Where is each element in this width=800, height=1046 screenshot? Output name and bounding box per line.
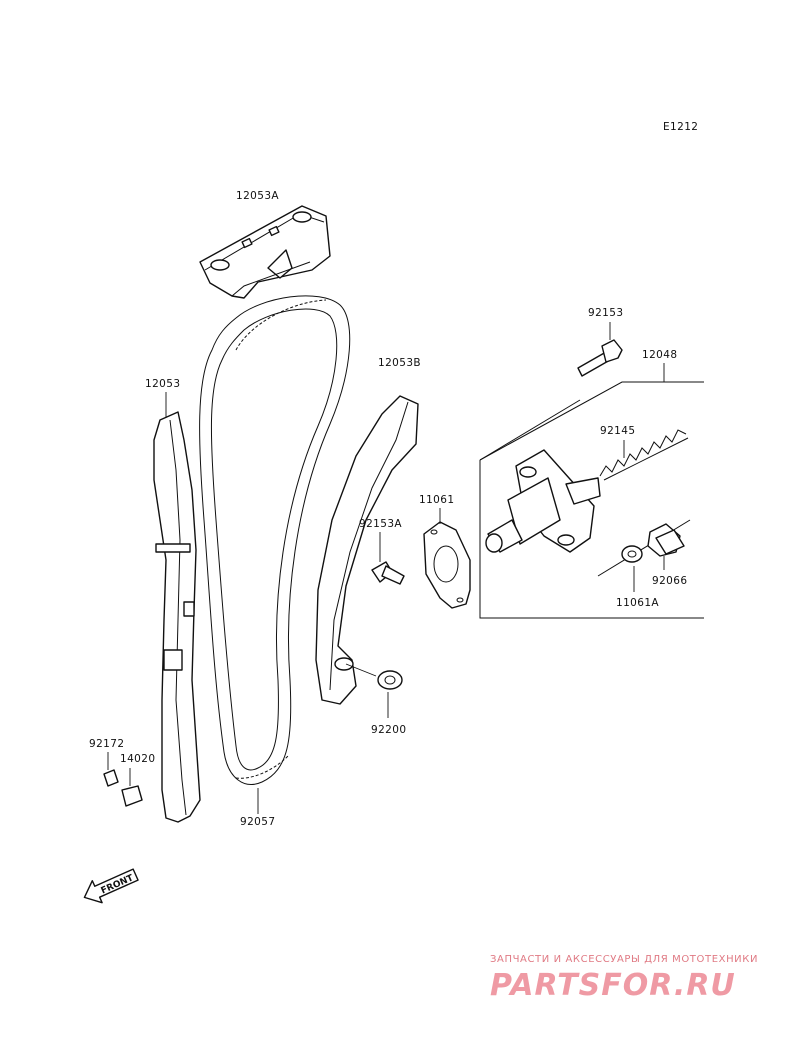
label-top-chain-guide: 12053A <box>236 190 279 202</box>
small-bolt <box>103 769 119 787</box>
label-guide-bolt: 92153A <box>359 518 402 530</box>
tensioner-gasket <box>423 521 471 609</box>
front-chain-guide <box>153 411 201 823</box>
label-guide-washer: 92200 <box>371 724 406 736</box>
rear-chain-guide <box>315 395 419 705</box>
label-tensioner: 12048 <box>642 349 677 361</box>
guide-washer <box>345 663 403 690</box>
collar <box>121 785 143 807</box>
tensioner-spring <box>599 429 689 481</box>
top-chain-guide <box>199 205 331 299</box>
tensioner-top-bolt <box>577 339 623 377</box>
label-collar: 14020 <box>120 753 155 765</box>
watermark-logo: PARTSFOR.RU <box>490 968 736 1003</box>
label-small-bolt: 92172 <box>89 738 124 750</box>
label-rear-chain-guide: 12053B <box>378 357 421 369</box>
watermark-tagline: ЗАПЧАСТИ И АКСЕССУАРЫ ДЛЯ МОТОТЕХНИКИ <box>490 954 758 965</box>
timing-chain <box>199 295 351 785</box>
label-tensioner-spring: 92145 <box>600 425 635 437</box>
diagram-code: E1212 <box>663 121 698 133</box>
label-front-chain-guide: 12053 <box>145 378 180 390</box>
tensioner-box <box>479 381 704 619</box>
label-tensioner-top-bolt: 92153 <box>588 307 623 319</box>
cap-bolt <box>647 523 685 557</box>
label-cap-bolt: 92066 <box>652 575 687 587</box>
cap-washer <box>621 545 643 563</box>
tensioner-body <box>485 449 601 553</box>
label-tensioner-gasket: 11061 <box>419 494 454 506</box>
label-timing-chain: 92057 <box>240 816 275 828</box>
label-cap-washer: 11061A <box>616 597 659 609</box>
guide-bolt <box>371 561 405 585</box>
watermark: ЗАПЧАСТИ И АКСЕССУАРЫ ДЛЯ МОТОТЕХНИКИ PA… <box>490 954 758 1003</box>
front-arrow: FRONT <box>83 868 139 904</box>
